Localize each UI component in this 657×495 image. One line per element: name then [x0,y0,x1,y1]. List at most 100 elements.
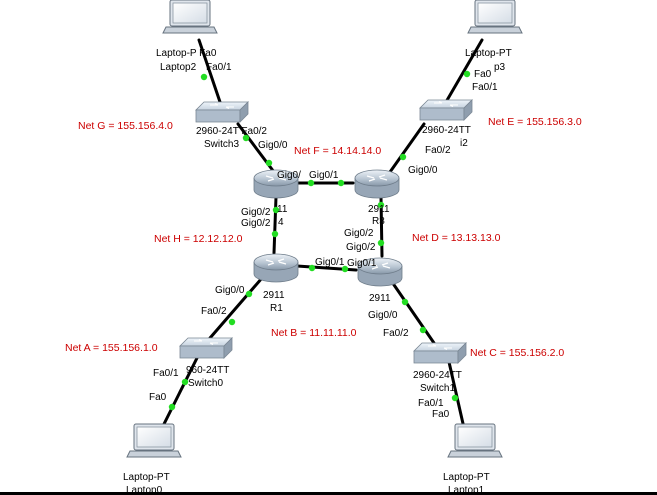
bottom-border [0,492,657,495]
laptop1[interactable]: Laptop-PT Laptop1 [443,423,503,495]
port-label: Gig0/ [277,170,301,181]
router-icon[interactable] [253,253,299,283]
device-name: Switch3 [204,139,239,150]
switch-icon[interactable] [179,337,233,359]
link-light [377,239,385,247]
port-label: Fa0/1 [472,82,498,93]
port-label: Fa0/2 [201,306,227,317]
link-light [399,153,407,161]
port-label: Fa0/1 [153,368,179,379]
device-label: 11 [277,204,288,215]
router-icon[interactable] [354,169,400,199]
device-name: Switch1 [420,383,455,394]
link-r4-r1[interactable] [272,195,278,255]
device-name: 4 [278,217,284,228]
switch-icon[interactable] [195,101,249,123]
switch-icon[interactable] [419,99,473,121]
link-r1-switch0[interactable] [208,276,264,340]
link-light [200,73,208,81]
port-label: Fa0/2 [383,328,409,339]
laptop0[interactable]: Laptop-PT Laptop0 [123,423,182,495]
laptop-icon[interactable] [467,0,523,34]
link-light [401,298,409,306]
router-r1[interactable]: 2911 R1 [253,253,299,314]
port-label: Gig0/1 [315,257,345,268]
link-laptop2-switch3[interactable] [197,38,222,104]
device-label: 2960-24TT [422,125,471,136]
device-label: Laptop-P Fa0 [156,48,217,59]
router-r3[interactable]: 2911 R3 [354,169,400,227]
laptop-icon[interactable] [126,423,182,458]
net-a-label: Net A = 155.156.1.0 [65,342,158,354]
net-g-label: Net G = 155.156.4.0 [78,120,173,132]
port-label: Gig0/0 [368,310,398,321]
net-c-label: Net C = 155.156.2.0 [470,347,564,359]
switch3[interactable]: 2960-24T Fa0/2 Switch3 [195,101,267,150]
switch1[interactable]: 2960-24TT Switch1 [413,342,467,394]
port-label: Gig0/2 [344,228,374,239]
link-lights [168,70,471,411]
laptop-icon[interactable] [162,0,218,34]
link-light [272,206,280,214]
net-h-label: Net H = 12.12.12.0 [154,233,243,245]
device-label: 2911 [368,204,390,215]
port-label: Fa0 [432,409,450,420]
device-label: Laptop-PT [443,472,490,483]
laptop3[interactable]: Laptop-PT p3 [465,0,523,73]
router-r2[interactable]: 2911 [357,257,403,304]
device-name: R1 [270,303,283,314]
net-d-label: Net D = 13.13.13.0 [412,232,501,244]
device-name: R3 [372,216,385,227]
net-b-label: Net B = 11.11.11.0 [271,327,357,339]
port-label: Gig0/1 [309,170,339,181]
device-label: 2911 [263,290,285,301]
link-r2-switch1[interactable] [390,280,436,345]
port-labels: Fa0/1 Gig0/0 Fa0 Fa0/1 Fa0/2 Gig0/0 Gig0… [149,62,498,420]
link-light [181,378,189,386]
link-light [228,318,236,326]
switch2[interactable]: 2960-24TT i2 [419,99,473,149]
port-label: Gig0/0 [408,165,438,176]
device-label: 960-24TT [186,365,229,376]
link-light [463,70,471,78]
link-light [245,290,253,298]
device-label: 2960-24T Fa0/2 [196,126,267,137]
port-label: Fa0/1 [418,398,444,409]
link-laptop3-switch2[interactable] [444,38,484,104]
net-e-label: Net E = 155.156.3.0 [488,116,582,128]
port-label: Gig0/2 [241,218,271,229]
device-label: Laptop-PT [123,472,170,483]
link-light [265,159,273,167]
network-labels: Net G = 155.156.4.0 Net E = 155.156.3.0 … [65,116,582,359]
link-light [341,265,349,273]
link-light [451,394,459,402]
link-light [308,264,316,272]
laptop-icon[interactable] [447,423,503,458]
link-light [271,230,279,238]
link-light [377,201,385,209]
link-light [337,179,345,187]
device-name: Switch0 [188,378,223,389]
device-label: 2960-24TT [413,370,462,381]
device-name: i2 [460,138,468,149]
link-light [242,134,250,142]
port-label: Fa0 [149,392,167,403]
port-label: Fa0/1 [206,62,232,73]
switch-icon[interactable] [413,342,467,364]
port-label: Gig0/0 [258,140,288,151]
device-name: Laptop1 [448,485,485,495]
port-label: Gig0/1 [347,258,377,269]
switch0[interactable]: 960-24TT Switch0 [179,337,233,389]
port-label: Gig0/2 [346,242,376,253]
port-label: Gig0/2 [241,207,271,218]
link-switch1-laptop1[interactable] [447,360,466,430]
laptop2[interactable]: Laptop-P Fa0 Laptop2 [156,0,218,73]
net-f-label: Net F = 14.14.14.0 [294,145,381,157]
link-switch0-laptop0[interactable] [160,356,199,430]
device-name: Laptop0 [126,485,163,495]
device-label: Laptop-PT [465,48,512,59]
link-switch2-r3[interactable] [388,122,426,174]
router-r4[interactable]: 11 4 [253,169,299,228]
links [160,38,484,430]
